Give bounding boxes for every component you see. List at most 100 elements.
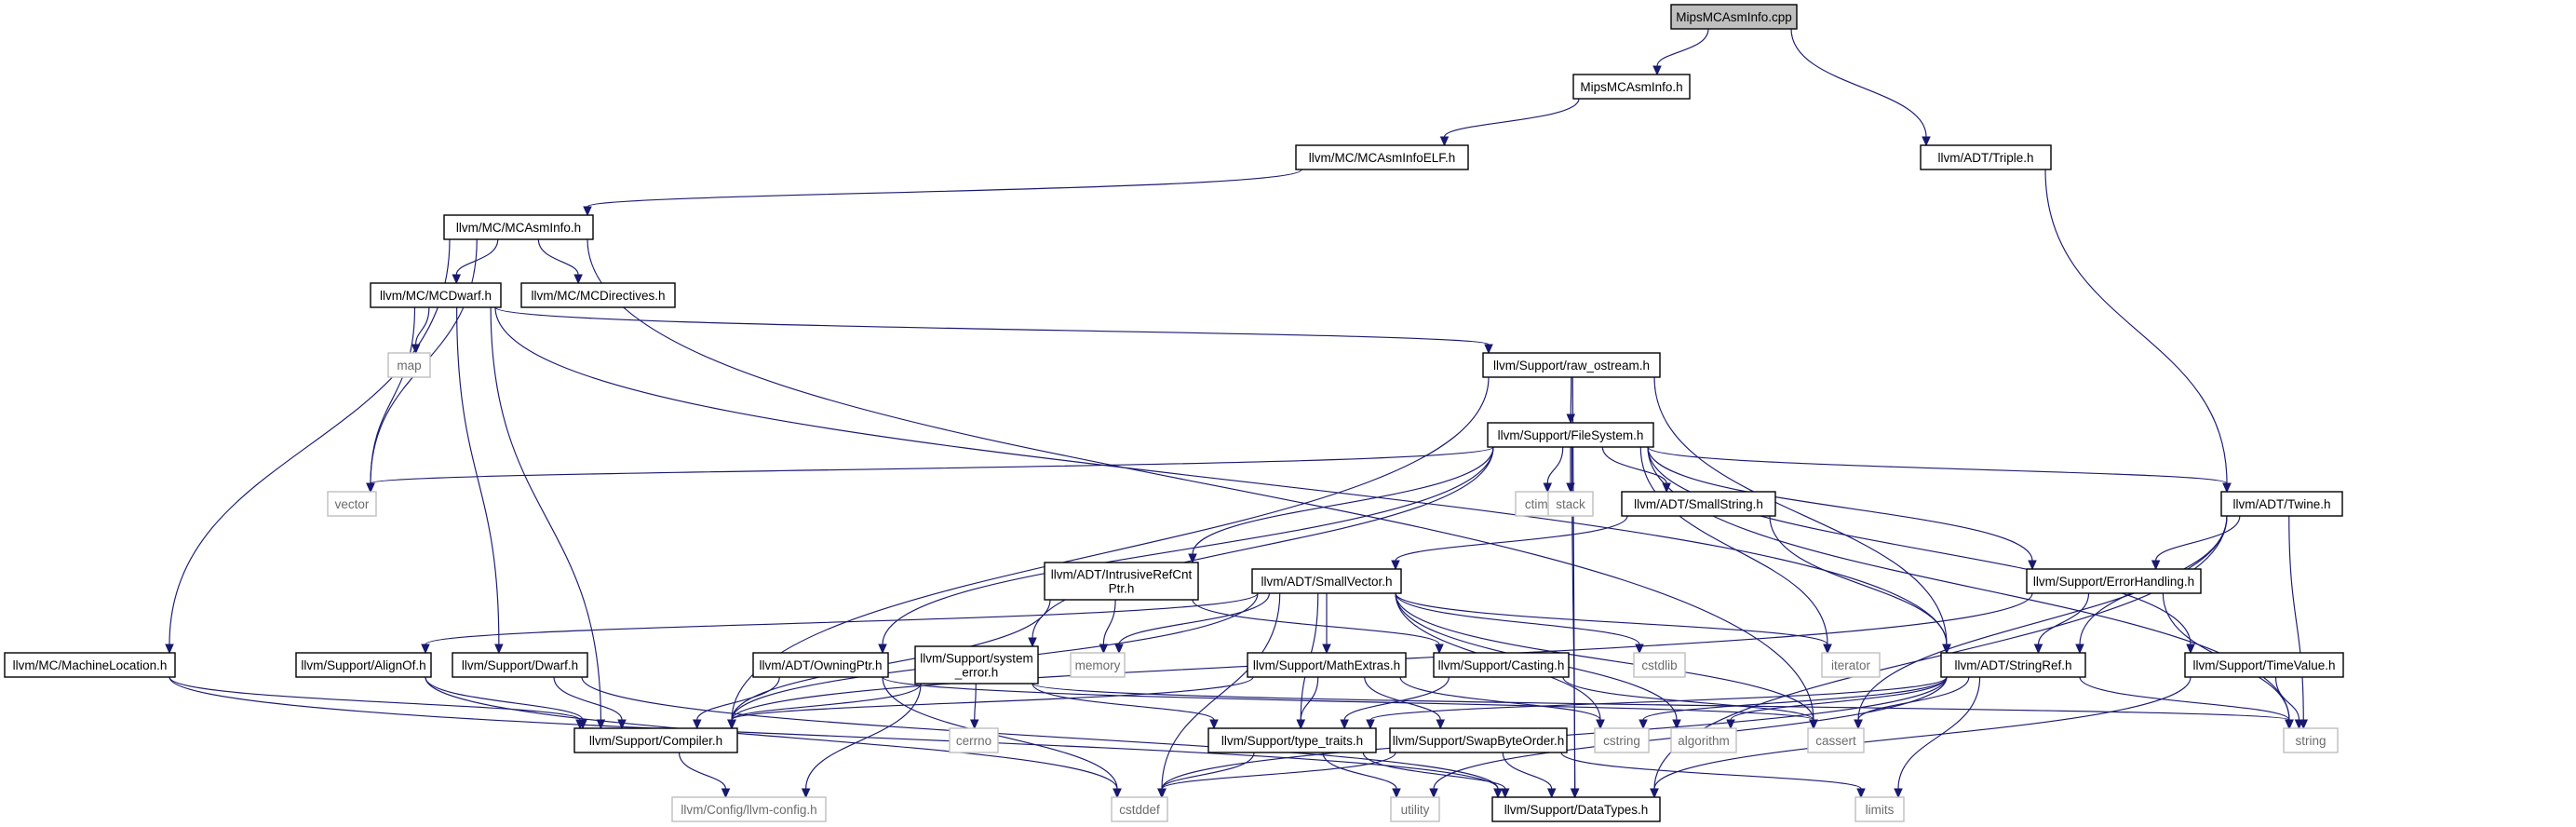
node-box: [2220, 491, 2343, 517]
node-label: llvm/MC/MachineLocation.h: [13, 658, 168, 672]
node-label: vector: [335, 497, 370, 511]
edge-swapbyteorder-to-limits: [1560, 752, 1866, 799]
node-mathextras[interactable]: llvm/Support/MathExtras.h: [1247, 652, 1407, 678]
node-label: llvm/Support/MathExtras.h: [1253, 658, 1400, 672]
edge-filesystem-to-iterator: [1639, 446, 1832, 655]
node-label: llvm/Support/type_traits.h: [1221, 734, 1363, 748]
node-label: map: [397, 359, 421, 373]
node-system-error[interactable]: llvm/Support/system_error.h: [914, 645, 1039, 685]
node-label: llvm/Support/raw_ostream.h: [1493, 359, 1650, 373]
edge-stringref-to-limits: [1894, 676, 1981, 799]
edge-smallvector-to-mathextras: [1322, 592, 1331, 655]
node-filesystem[interactable]: llvm/Support/FileSystem.h: [1487, 422, 1654, 448]
node-smallvector[interactable]: llvm/ADT/SmallVector.h: [1251, 568, 1402, 594]
node-datatypes[interactable]: llvm/Support/DataTypes.h: [1491, 796, 1661, 822]
node-label: llvm/Support/AlignOf.h: [301, 658, 425, 672]
node-mipsmcasminfo-h[interactable]: MipsMCAsmInfo.h: [1572, 74, 1691, 100]
node-label: llvm/Config/llvm-config.h: [681, 803, 816, 817]
node-triple[interactable]: llvm/ADT/Triple.h: [1920, 144, 2052, 170]
node-compiler[interactable]: llvm/Support/Compiler.h: [573, 727, 738, 753]
node-box: [2283, 727, 2339, 753]
edge-machinelocation-to-compiler: [169, 676, 585, 730]
node-vector: vector: [327, 491, 377, 517]
node-label: iterator: [1831, 658, 1871, 672]
node-stringref[interactable]: llvm/ADT/StringRef.h: [1940, 652, 2086, 678]
edge-filesystem-to-errorhandling: [1647, 446, 2037, 571]
node-label: llvm/MC/MCDirectives.h: [531, 289, 665, 303]
node-machinelocation[interactable]: llvm/MC/MachineLocation.h: [4, 652, 176, 678]
node-box: [752, 652, 889, 678]
node-twine[interactable]: llvm/ADT/Twine.h: [2220, 491, 2343, 517]
node-box: [1044, 562, 1199, 601]
edge-smallvector-to-alignof: [421, 592, 1259, 655]
node-errorhandling[interactable]: llvm/Support/ErrorHandling.h: [2026, 568, 2202, 594]
edge-filesystem-to-twine: [1647, 446, 2232, 494]
edge-timevalue-to-datatypes: [1650, 676, 2192, 799]
node-owningptr[interactable]: llvm/ADT/OwningPtr.h: [752, 652, 889, 678]
edge-stringref-to-cassert: [1854, 676, 1970, 730]
edge-mathextras-to-swapbyteorder: [1364, 676, 1446, 730]
node-raw-ostream[interactable]: llvm/Support/raw_ostream.h: [1482, 352, 1661, 378]
edge-mcasminfo-to-mcdirectives: [537, 238, 583, 285]
edge-mathextras-to-type_traits: [1296, 676, 1319, 730]
edge-mcasminfo-to-mcdwarf: [452, 238, 499, 285]
node-box: [1821, 652, 1881, 678]
edge-stringref-to-string: [2079, 676, 2294, 730]
node-type-traits[interactable]: llvm/Support/type_traits.h: [1207, 727, 1377, 753]
node-box: [949, 727, 999, 753]
node-label: cerrno: [956, 734, 991, 748]
node-cerrno: cerrno: [949, 727, 999, 753]
edge-type_traits-to-utility: [1322, 752, 1401, 799]
node-mcasminfoelf[interactable]: llvm/MC/MCAsmInfoELF.h: [1295, 144, 1469, 170]
node-box: [1487, 422, 1654, 448]
edge-casting-to-type_traits: [1340, 676, 1450, 730]
node-dwarf[interactable]: llvm/Support/Dwarf.h: [452, 652, 588, 678]
node-mcasminfo[interactable]: llvm/MC/MCAsmInfo.h: [443, 214, 594, 240]
edge-twine-to-string: [2288, 515, 2309, 730]
node-box: [671, 796, 827, 822]
edge-intrusiverefcntptr-to-memory: [1099, 599, 1116, 655]
edge-mcdwarf-to-raw_ostream: [494, 306, 1493, 355]
node-label: MipsMCAsmInfo.h: [1580, 80, 1682, 94]
edge-swapbyteorder-to-datatypes: [1502, 752, 1557, 799]
edge-stringref-to-cstring: [1639, 676, 1948, 730]
edge-mipsmcasminfo_cpp-to-mipsmcasminfo_h: [1652, 28, 1709, 76]
edge-compiler-to-llvm_config: [678, 752, 731, 799]
node-mipsmcasminfo-cpp[interactable]: MipsMCAsmInfo.cpp: [1670, 4, 1798, 30]
node-cstddef: cstddef: [1111, 796, 1168, 822]
node-mcdwarf[interactable]: llvm/MC/MCDwarf.h: [370, 282, 502, 308]
edge-twine-to-datatypes: [1650, 515, 2228, 799]
node-box: [914, 645, 1039, 685]
edge-filesystem-to-smallstring: [1601, 446, 1671, 494]
node-box: [1670, 4, 1798, 30]
node-casting[interactable]: llvm/Support/Casting.h: [1433, 652, 1570, 678]
edge-owningptr-to-cstddef: [882, 676, 1122, 799]
edge-filesystem-to-timevalue: [1647, 446, 2195, 655]
node-box: [327, 491, 377, 517]
node-mcdirectives[interactable]: llvm/MC/MCDirectives.h: [520, 282, 676, 308]
edge-smallvector-to-memory: [1114, 592, 1271, 655]
node-label: llvm/ADT/Twine.h: [2232, 497, 2330, 511]
edge-mcasminfo-to-machinelocation: [165, 238, 451, 655]
node-label: llvm/MC/MCAsmInfoELF.h: [1309, 151, 1456, 165]
node-smallstring[interactable]: llvm/ADT/SmallString.h: [1621, 491, 1776, 517]
node-label: llvm/ADT/StringRef.h: [1954, 658, 2071, 672]
edge-dwarf-to-datatypes: [581, 676, 1503, 799]
node-box: [1854, 796, 1905, 822]
node-alignof[interactable]: llvm/Support/AlignOf.h: [295, 652, 432, 678]
edge-smallstring-to-smallvector: [1391, 515, 1628, 571]
edge-alignof-to-cstddef: [425, 676, 1122, 799]
node-box: [1572, 74, 1691, 100]
node-box: [1207, 727, 1377, 753]
node-box: [1070, 652, 1126, 678]
node-label: llvm/MC/MCAsmInfo.h: [456, 221, 581, 235]
node-cstdlib: cstdlib: [1633, 652, 1686, 678]
node-box: [1390, 796, 1440, 822]
node-label: cstring: [1603, 734, 1640, 748]
node-box: [1482, 352, 1661, 378]
node-timevalue[interactable]: llvm/Support/TimeValue.h: [2184, 652, 2344, 678]
node-swapbyteorder[interactable]: llvm/Support/SwapByteOrder.h: [1389, 727, 1568, 753]
